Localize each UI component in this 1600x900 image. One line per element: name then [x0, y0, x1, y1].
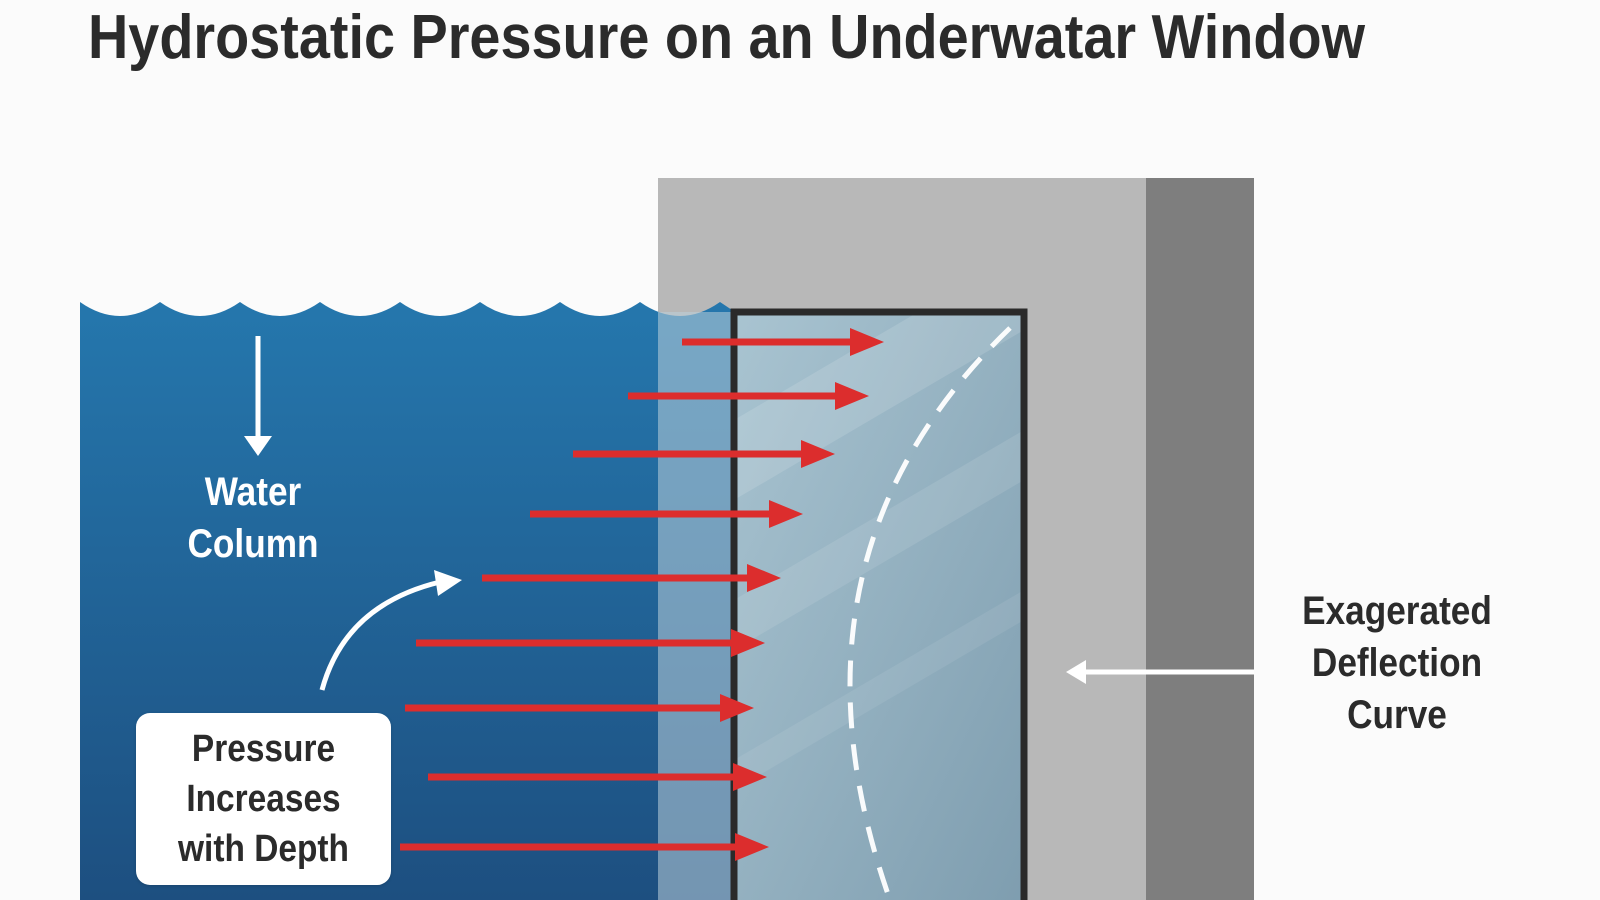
- deflection-label: Exagerated Deflection Curve: [1278, 585, 1516, 741]
- pressure-arrow-icon: [400, 833, 769, 861]
- pressure-arrow-icon: [405, 694, 754, 722]
- window-frame: [730, 308, 1028, 900]
- window-glass: [734, 312, 1024, 900]
- curved-arrow-icon: [319, 570, 462, 691]
- water-column-line: Water: [204, 470, 302, 514]
- water-overlay: [658, 312, 736, 900]
- pressure-arrow-icon: [628, 382, 869, 410]
- water-column-line: Column: [187, 522, 319, 566]
- water-column-label: Water Column: [165, 466, 341, 570]
- pressure-arrow-icon: [573, 440, 835, 468]
- pressure-note-line: with Depth: [178, 828, 349, 870]
- left-arrow-icon: [1066, 660, 1254, 684]
- page-title: Hydrostatic Pressure on an Underwatar Wi…: [88, 3, 1365, 72]
- pressure-arrow-icon: [416, 629, 765, 657]
- pressure-note-label: Pressure Increases with Depth: [151, 724, 375, 874]
- deflection-line: Deflection: [1311, 641, 1483, 685]
- pressure-arrow-icon: [682, 328, 884, 356]
- pressure-note-line: Pressure: [191, 728, 336, 770]
- deflection-line: Exagerated: [1302, 589, 1492, 633]
- down-arrow-icon: [244, 336, 272, 456]
- pressure-arrow-icon: [530, 500, 803, 528]
- pressure-arrows: [400, 328, 884, 861]
- pressure-arrow-icon: [428, 763, 767, 791]
- deflection-curve: [847, 326, 1012, 900]
- pressure-arrow-icon: [482, 564, 781, 592]
- wall-shadow: [1146, 178, 1254, 900]
- pressure-note-box: [136, 713, 391, 885]
- deflection-line: Curve: [1347, 693, 1447, 737]
- pressure-note-line: Increases: [186, 778, 341, 820]
